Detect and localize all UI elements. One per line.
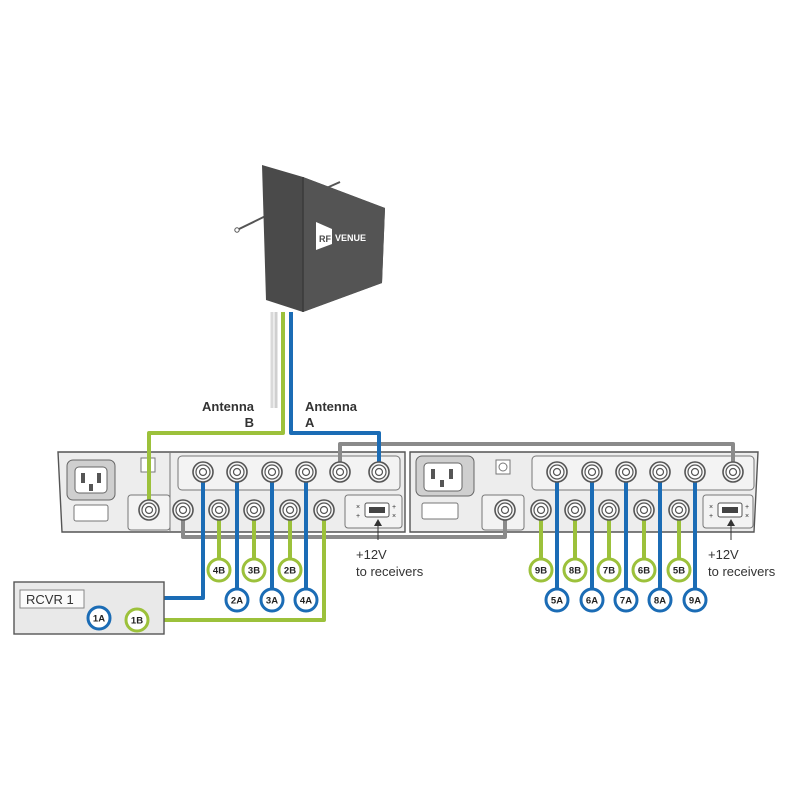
- svg-text:+: +: [392, 504, 396, 511]
- port-badge-label: 6A: [586, 596, 598, 607]
- dc-connector-icon: × + + ×: [709, 502, 749, 520]
- bnc-connector-icon: [279, 499, 301, 521]
- port-badges: 4B 3B 2B 2A 3A 4A 9B 8B 7B 6B 5B 5A 6A 7A 8A 9A 1A 1B: [86, 557, 708, 633]
- port-badge-label: 1B: [131, 616, 143, 627]
- bnc-connector-icon: [649, 461, 671, 483]
- port-badge-9a: 9A: [682, 587, 708, 613]
- port-badge-2b: 2B: [277, 557, 303, 583]
- bnc-connector-icon: [138, 499, 160, 521]
- power-label-right: +12V to receivers: [708, 519, 776, 579]
- bnc-connector-icon: [313, 499, 335, 521]
- bnc-connector-icon: [668, 499, 690, 521]
- port-badge-6b: 6B: [631, 557, 657, 583]
- port-badge-label: 5B: [673, 566, 685, 577]
- svg-text:Antenna: Antenna: [202, 399, 255, 414]
- bnc-connector-icon: [598, 499, 620, 521]
- svg-text:A: A: [305, 415, 315, 430]
- bnc-connector-icon: [172, 499, 194, 521]
- port-badge-label: 1A: [93, 614, 105, 625]
- power-label-left: +12V to receivers: [356, 519, 424, 579]
- svg-text:to receivers: to receivers: [356, 564, 424, 579]
- port-badge-label: 9A: [689, 596, 701, 607]
- bnc-connector-icon: [226, 461, 248, 483]
- port-badge-5b: 5B: [666, 557, 692, 583]
- port-badge-5a: 5A: [544, 587, 570, 613]
- bnc-connector-icon: [684, 461, 706, 483]
- antenna-b-label: Antenna B: [202, 399, 255, 430]
- port-badge-7a: 7A: [613, 587, 639, 613]
- antenna-a-label: Antenna A: [305, 399, 358, 430]
- port-badge-label: 3A: [266, 596, 278, 607]
- power-inlet-icon: [66, 459, 116, 522]
- svg-text:+: +: [356, 513, 360, 520]
- antenna-icon: RF VENUE: [234, 165, 385, 312]
- port-badge-7b: 7B: [596, 557, 622, 583]
- port-badge-label: 7A: [620, 596, 632, 607]
- port-badge-8b: 8B: [562, 557, 588, 583]
- svg-text:+12V: +12V: [356, 547, 387, 562]
- port-badge-label: 7B: [603, 566, 615, 577]
- svg-text:Antenna: Antenna: [305, 399, 358, 414]
- svg-text:+: +: [745, 504, 749, 511]
- bnc-connector-icon: [329, 461, 351, 483]
- bnc-connector-icon: [564, 499, 586, 521]
- port-badge-label: 6B: [638, 566, 650, 577]
- dc-connector-icon: × + + ×: [356, 502, 396, 520]
- port-badge-label: 8A: [654, 596, 666, 607]
- bnc-connector-icon: [615, 461, 637, 483]
- port-badge-4a: 4A: [293, 587, 319, 613]
- port-badge-label: 5A: [551, 596, 563, 607]
- port-badge-8a: 8A: [647, 587, 673, 613]
- bnc-connector-icon: [546, 461, 568, 483]
- port-badge-4b: 4B: [206, 557, 232, 583]
- svg-text:+: +: [709, 513, 713, 520]
- port-badge-1b: 1B: [124, 607, 150, 633]
- receiver-label: RCVR 1: [26, 592, 74, 607]
- bnc-connector-icon: [295, 461, 317, 483]
- port-badge-label: 2B: [284, 566, 296, 577]
- port-badge-label: 4B: [213, 566, 225, 577]
- bnc-connector-icon: [722, 461, 744, 483]
- bnc-connector-icon: [261, 461, 283, 483]
- bnc-connector-icon: [243, 499, 265, 521]
- antenna-brand-rf: RF: [319, 234, 331, 244]
- port-badge-3a: 3A: [259, 587, 285, 613]
- antenna-brand-venue: VENUE: [335, 233, 366, 243]
- svg-text:×: ×: [392, 513, 396, 520]
- cables: [97, 406, 735, 622]
- bnc-connector-icon: [494, 499, 516, 521]
- svg-text:×: ×: [709, 504, 713, 511]
- port-badge-label: 4A: [300, 596, 312, 607]
- bnc-connector-icon: [192, 461, 214, 483]
- svg-text:+12V: +12V: [708, 547, 739, 562]
- bnc-connector-icon: [633, 499, 655, 521]
- bnc-connector-icon: [581, 461, 603, 483]
- port-badge-label: 3B: [248, 566, 260, 577]
- svg-text:B: B: [245, 415, 254, 430]
- svg-text:to receivers: to receivers: [708, 564, 776, 579]
- port-badge-label: 8B: [569, 566, 581, 577]
- port-badge-label: 2A: [231, 596, 243, 607]
- power-inlet-icon: [421, 462, 463, 520]
- svg-text:×: ×: [745, 513, 749, 520]
- antenna-leads: [270, 312, 293, 408]
- bnc-connector-icon: [368, 461, 390, 483]
- port-badge-label: 9B: [535, 566, 547, 577]
- distribution-unit-right: × + + ×: [409, 451, 759, 533]
- port-badge-3b: 3B: [241, 557, 267, 583]
- port-badge-2a: 2A: [224, 587, 250, 613]
- svg-text:×: ×: [356, 504, 360, 511]
- port-badge-1a: 1A: [86, 605, 112, 631]
- port-badge-6a: 6A: [579, 587, 605, 613]
- bnc-connector-icon: [208, 499, 230, 521]
- port-badge-9b: 9B: [528, 557, 554, 583]
- bnc-connector-icon: [530, 499, 552, 521]
